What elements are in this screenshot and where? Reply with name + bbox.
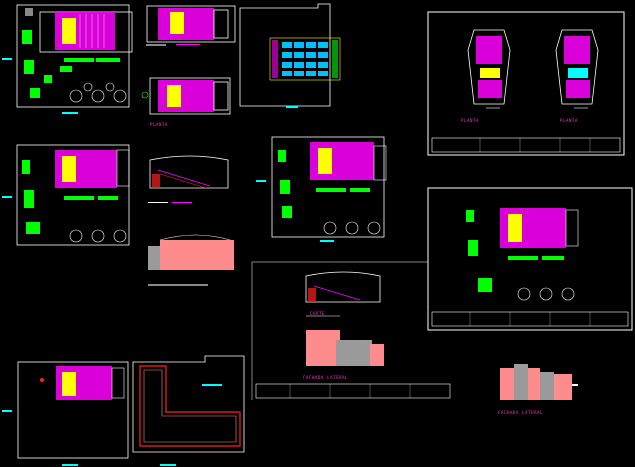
label-fachada-lateral-a: FACHADA LATERAL bbox=[303, 375, 349, 380]
plan-2 bbox=[146, 5, 236, 46]
sheet-site bbox=[251, 187, 633, 400]
site-plan-2 bbox=[2, 144, 130, 246]
elevation-3 bbox=[500, 364, 578, 400]
plan-3 bbox=[141, 77, 231, 115]
elevation-1 bbox=[148, 234, 234, 286]
sheet-plantas bbox=[427, 11, 625, 156]
label-planta-b: PLANTA bbox=[461, 118, 480, 123]
elevation-2 bbox=[255, 330, 451, 399]
label-corte: CORTE bbox=[310, 311, 326, 316]
plan-seating bbox=[239, 3, 341, 108]
site-plan-3 bbox=[256, 136, 387, 242]
label-planta-c: PLANTA bbox=[560, 118, 579, 123]
site-plan-1 bbox=[2, 4, 133, 114]
plan-bottom bbox=[2, 361, 129, 466]
label-planta-a: PLANTA bbox=[150, 122, 169, 127]
section-1 bbox=[148, 155, 229, 203]
label-fachada-lateral-b: FACHADA LATERAL bbox=[498, 410, 544, 415]
site-hatch bbox=[132, 355, 245, 466]
section-2 bbox=[305, 271, 381, 317]
